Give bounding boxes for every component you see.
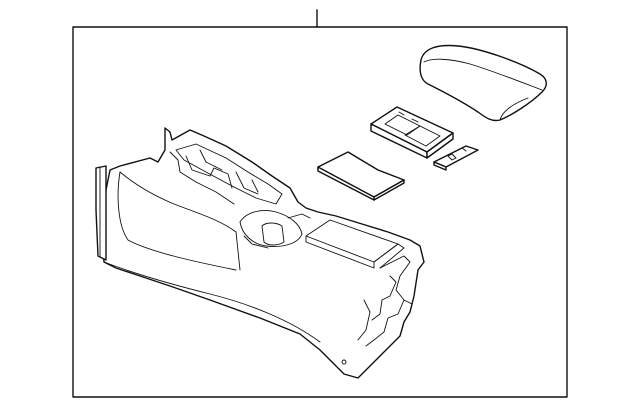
diagram-frame <box>72 26 568 398</box>
storage-mat-icon <box>317 151 405 201</box>
bracket-clip-icon <box>433 145 479 171</box>
cup-holder-insert-icon <box>370 106 454 159</box>
armrest-lid-icon <box>419 44 547 122</box>
console-body-icon <box>95 127 425 379</box>
